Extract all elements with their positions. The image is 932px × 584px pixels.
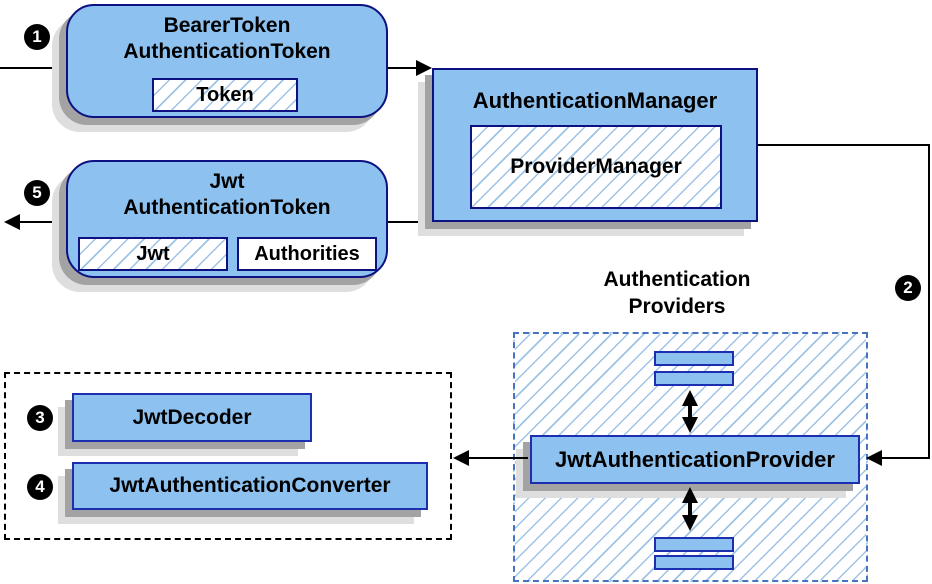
double-arrow-top bbox=[682, 390, 698, 433]
authorities-inner-box: Authorities bbox=[237, 237, 377, 271]
jwt-authentication-provider-node: JwtAuthenticationProvider bbox=[530, 435, 860, 484]
bearer-token-title-line2: AuthenticationToken bbox=[123, 40, 331, 63]
provider-placeholder-bar bbox=[654, 537, 734, 552]
step-badge-3: 3 bbox=[27, 405, 53, 431]
arrow-provider-to-decoder bbox=[453, 450, 528, 466]
jwt-decoder-node: JwtDecoder bbox=[72, 393, 312, 442]
provider-placeholder-bar bbox=[654, 351, 734, 366]
jwt-label: Jwt bbox=[136, 242, 170, 265]
authentication-providers-container: JwtAuthenticationProvider bbox=[513, 332, 868, 582]
step-badge-2: 2 bbox=[895, 275, 921, 301]
provider-manager-label: ProviderManager bbox=[510, 155, 682, 178]
authorities-label: Authorities bbox=[254, 242, 360, 265]
authentication-manager-title: AuthenticationManager bbox=[472, 88, 718, 113]
double-arrow-bottom bbox=[682, 487, 698, 531]
jwt-authentication-converter-label: JwtAuthenticationConverter bbox=[109, 474, 391, 497]
token-inner-box: Token bbox=[152, 78, 298, 112]
jwt-token-title-line2: AuthenticationToken bbox=[123, 196, 331, 219]
authentication-providers-heading: Authentication Providers bbox=[547, 266, 807, 320]
arrow-manager-to-provider bbox=[758, 144, 930, 466]
jwt-authentication-provider-label: JwtAuthenticationProvider bbox=[555, 446, 835, 472]
jwt-processing-container: JwtDecoder JwtAuthenticationConverter bbox=[4, 372, 452, 540]
step-badge-4: 4 bbox=[27, 474, 53, 500]
providers-heading-line2: Providers bbox=[628, 295, 726, 318]
bearer-token-authentication-token-node: BearerToken AuthenticationToken Token bbox=[66, 4, 388, 118]
jwt-decoder-label: JwtDecoder bbox=[132, 405, 252, 429]
bearer-token-title: BearerToken AuthenticationToken bbox=[68, 6, 386, 65]
token-label: Token bbox=[196, 83, 254, 106]
provider-placeholder-bar bbox=[654, 555, 734, 570]
jwt-token-title: Jwt AuthenticationToken bbox=[68, 162, 386, 221]
jwt-authentication-converter-node: JwtAuthenticationConverter bbox=[72, 462, 428, 510]
arrow-bearer-to-manager bbox=[388, 60, 432, 76]
providers-heading-line1: Authentication bbox=[603, 268, 751, 291]
authentication-manager-node: AuthenticationManager ProviderManager bbox=[432, 68, 758, 222]
provider-manager-inner-box: ProviderManager bbox=[470, 125, 722, 209]
jwt-inner-box: Jwt bbox=[78, 237, 228, 271]
arrow-response-out bbox=[4, 214, 66, 230]
bearer-token-title-line1: BearerToken bbox=[163, 14, 291, 37]
provider-placeholder-bar bbox=[654, 371, 734, 386]
step-badge-1: 1 bbox=[24, 24, 50, 50]
jwt-token-title-line1: Jwt bbox=[209, 170, 245, 193]
jwt-authentication-token-node: Jwt AuthenticationToken Jwt Authorities bbox=[66, 160, 388, 278]
step-badge-5: 5 bbox=[24, 180, 50, 206]
